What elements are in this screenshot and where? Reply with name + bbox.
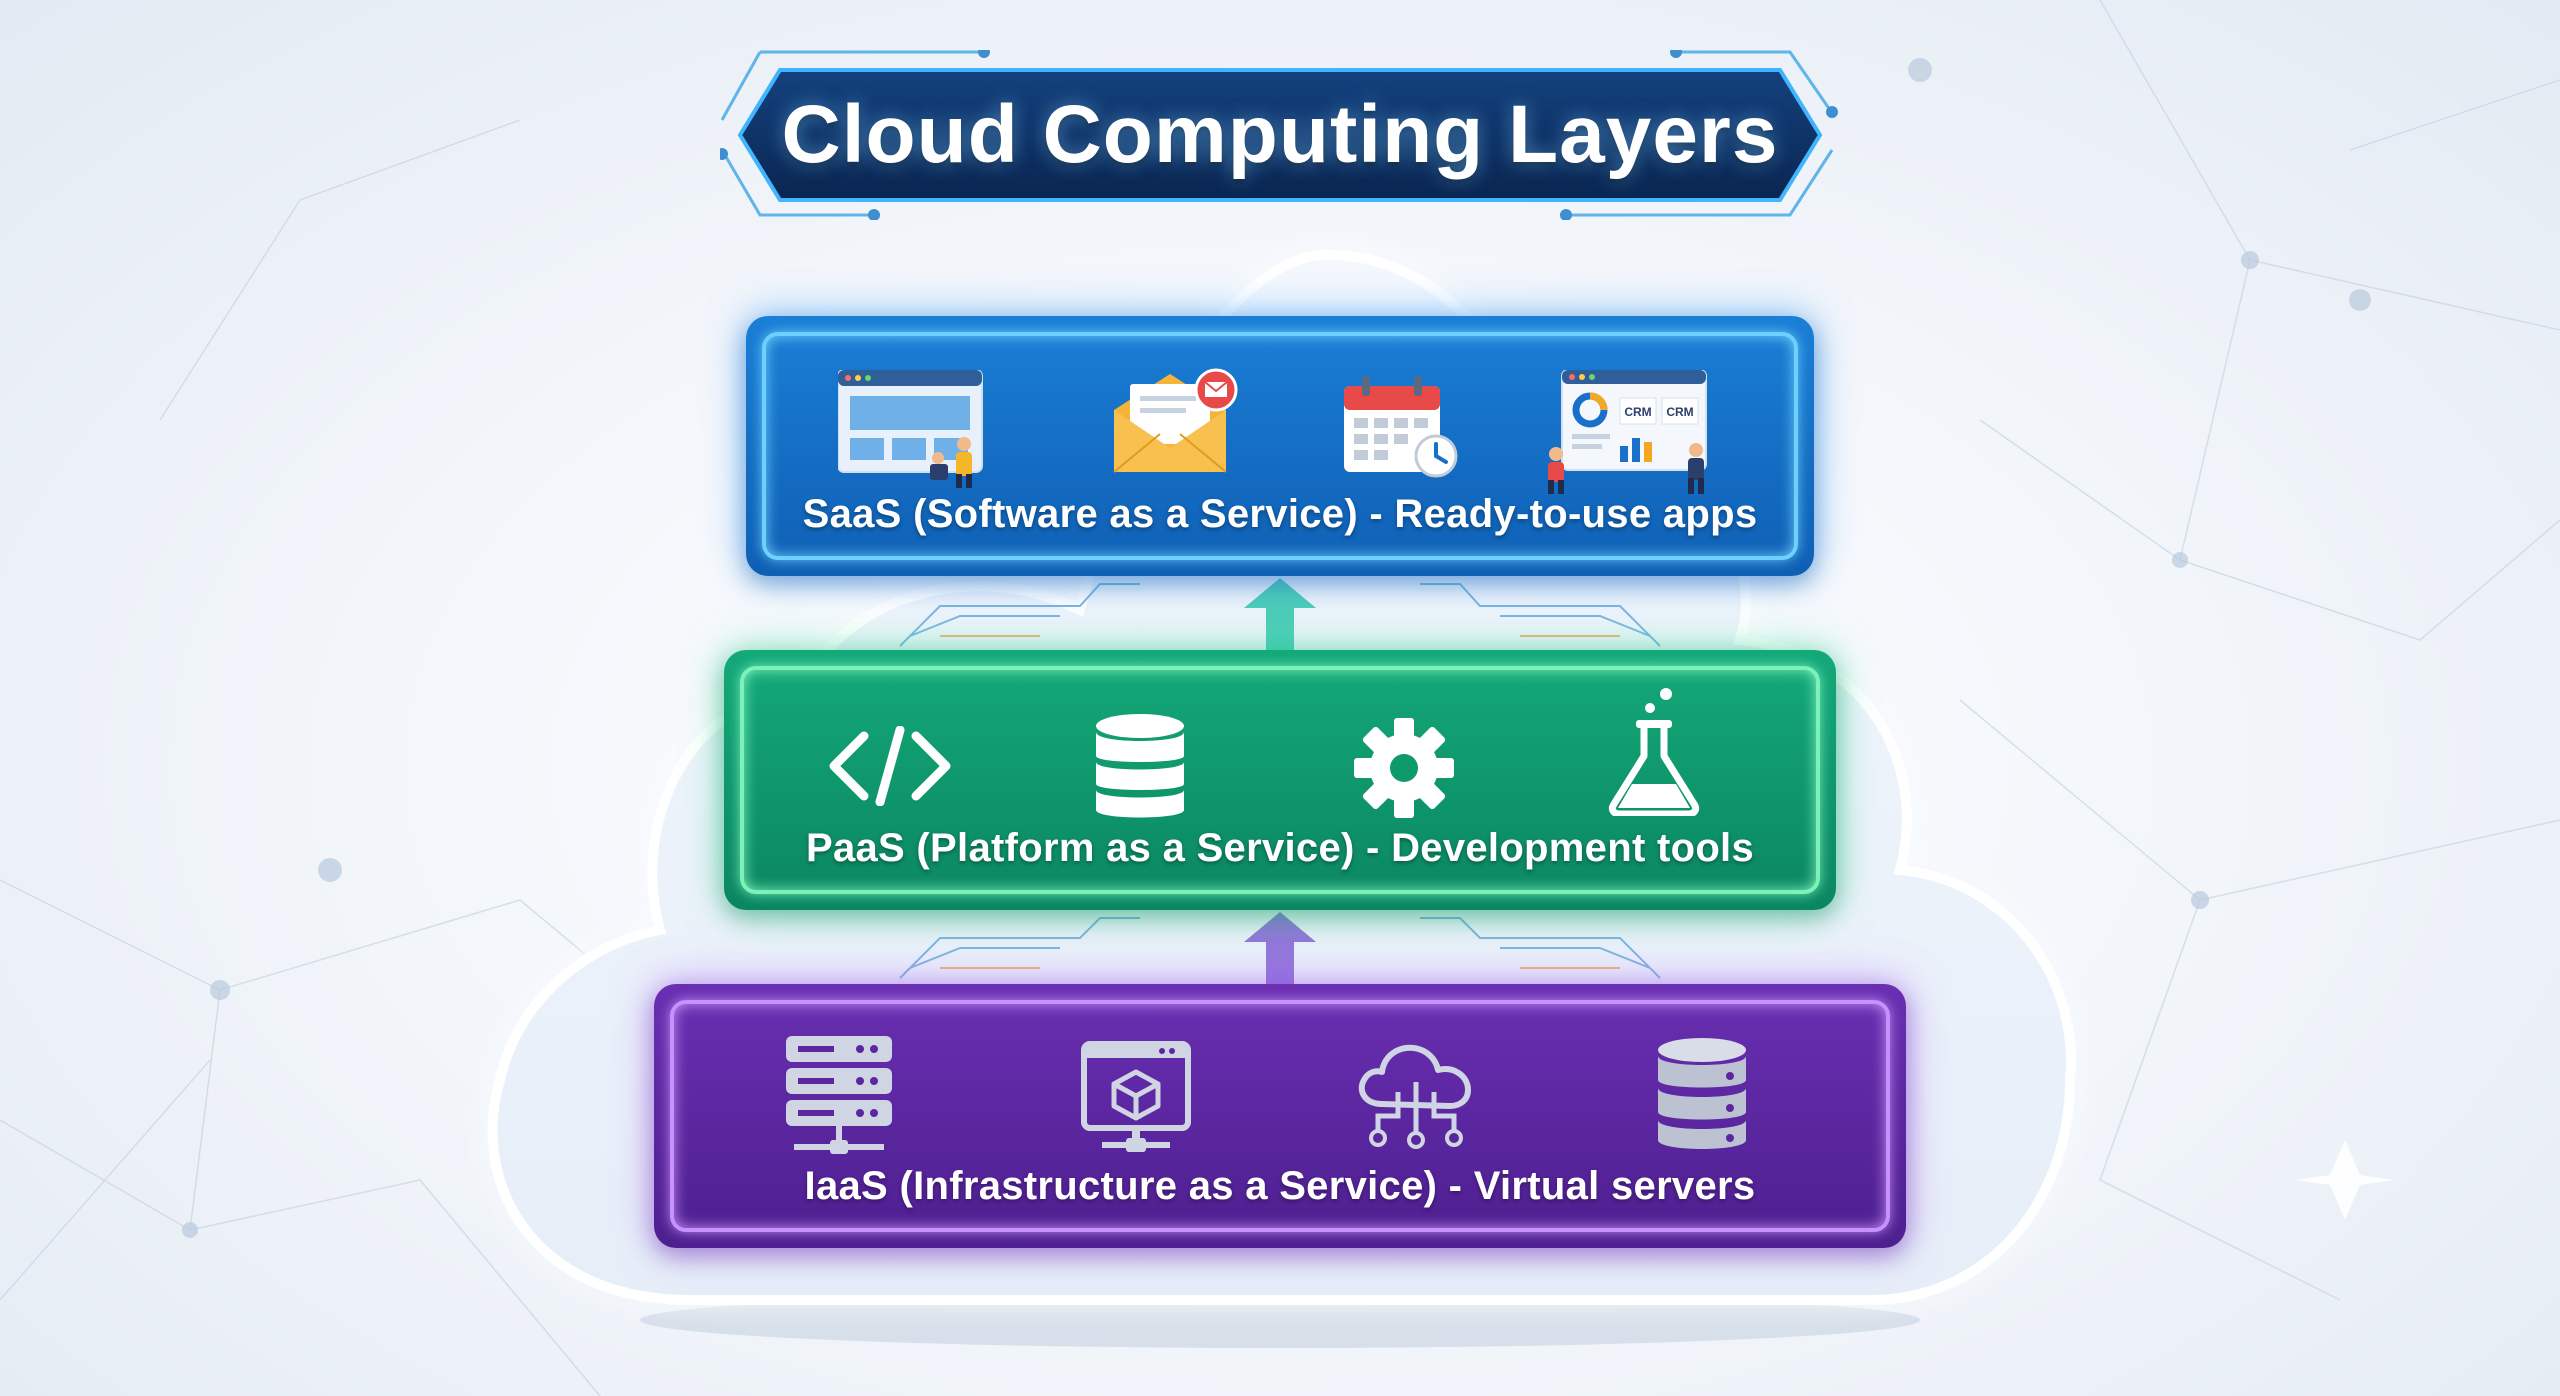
iaas-layer: IaaS (Infrastructure as a Service) - Vir… [654, 984, 1906, 1248]
page-title: Cloud Computing Layers [781, 89, 1779, 180]
cloud-network-icon [1358, 1044, 1471, 1149]
virtual-machine-icon [1081, 1041, 1191, 1152]
paas-label: PaaS (Platform as a Service) - Developme… [805, 826, 1755, 870]
crm-label-2: CRM [1666, 405, 1693, 419]
arrow-up-iaas-to-paas [1244, 912, 1316, 986]
crm-label-1: CRM [1624, 405, 1651, 419]
crm-dashboard-icon: CRM CRM [1548, 370, 1707, 494]
storage-database-icon [1658, 1038, 1746, 1149]
arrow-up-paas-to-saas [1244, 578, 1316, 652]
paas-layer: PaaS (Platform as a Service) - Developme… [724, 650, 1836, 910]
title-banner: Cloud Computing Layers [720, 50, 1840, 220]
web-app-user-icon [838, 370, 983, 488]
calendar-icon [1344, 376, 1458, 478]
gear-icon [1354, 718, 1454, 818]
email-icon [1113, 368, 1238, 473]
code-icon [829, 726, 951, 806]
database-icon [1096, 714, 1184, 818]
circuit-lines-lower [899, 917, 1661, 979]
saas-label: SaaS (Software as a Service) - Ready-to-… [802, 492, 1758, 536]
iaas-label: IaaS (Infrastructure as a Service) - Vir… [804, 1164, 1756, 1208]
saas-layer: CRM CRM SaaS (Software as a Service) - R… [746, 316, 1814, 576]
server-rack-icon [786, 1036, 892, 1154]
flask-icon [1608, 688, 1700, 816]
circuit-lines-upper [899, 583, 1661, 647]
